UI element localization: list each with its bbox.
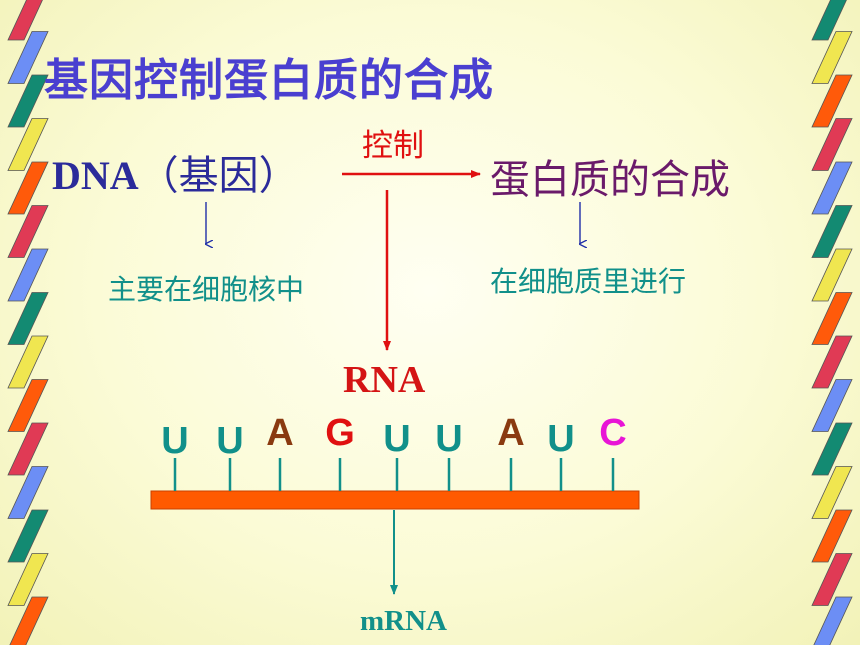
border-stripe [811, 205, 853, 258]
base-u: U [435, 418, 462, 460]
border-stripe [9, 596, 49, 645]
border-stripe [811, 248, 853, 302]
left-decorative-border [7, 0, 49, 645]
border-stripe [811, 553, 853, 606]
base-c: C [599, 412, 626, 454]
page-title: 基因控制蛋白质的合成 [44, 55, 494, 106]
base-a: A [497, 412, 524, 454]
border-stripe [7, 335, 49, 389]
border-stripe [811, 161, 853, 215]
border-stripe [7, 553, 49, 606]
border-stripe [7, 0, 43, 41]
border-stripe [7, 248, 49, 302]
border-stripe [7, 31, 49, 84]
nucleus-location-note: 主要在细胞核中 [108, 273, 305, 306]
right-decorative-border [811, 0, 853, 645]
border-stripe [7, 118, 49, 171]
border-stripe [7, 422, 49, 476]
border-stripe [811, 466, 853, 519]
base-u: U [547, 418, 574, 460]
protein-synthesis-label: 蛋白质的合成 [490, 157, 730, 203]
border-stripe [813, 596, 853, 645]
dna-gene-label: DNA（基因） [52, 150, 299, 202]
border-stripe [7, 379, 49, 432]
gene-label: （基因） [138, 153, 299, 199]
border-stripe [7, 205, 49, 258]
base-u: U [216, 420, 243, 462]
base-u: U [383, 418, 410, 460]
rna-label: RNA [343, 359, 426, 401]
border-stripe [811, 509, 853, 563]
border-stripe [811, 31, 853, 84]
border-stripe [7, 509, 49, 563]
border-stripe [7, 74, 49, 128]
border-stripe [811, 335, 853, 389]
border-stripe [811, 118, 853, 171]
mrna-backbone [150, 490, 640, 510]
border-stripe [811, 74, 853, 128]
border-stripe [7, 466, 49, 519]
border-stripe [811, 379, 853, 432]
control-label: 控制 [362, 128, 424, 164]
cytoplasm-location-note: 在细胞质里进行 [490, 265, 687, 298]
border-stripe [811, 292, 853, 345]
border-stripe [811, 422, 853, 476]
mrna-label: mRNA [360, 605, 447, 637]
base-g: G [325, 412, 355, 454]
border-stripe [7, 292, 49, 345]
dna-label: DNA [52, 153, 139, 198]
border-stripe [811, 0, 847, 41]
base-a: A [266, 412, 293, 454]
base-u: U [161, 420, 188, 462]
border-stripe [7, 161, 49, 215]
